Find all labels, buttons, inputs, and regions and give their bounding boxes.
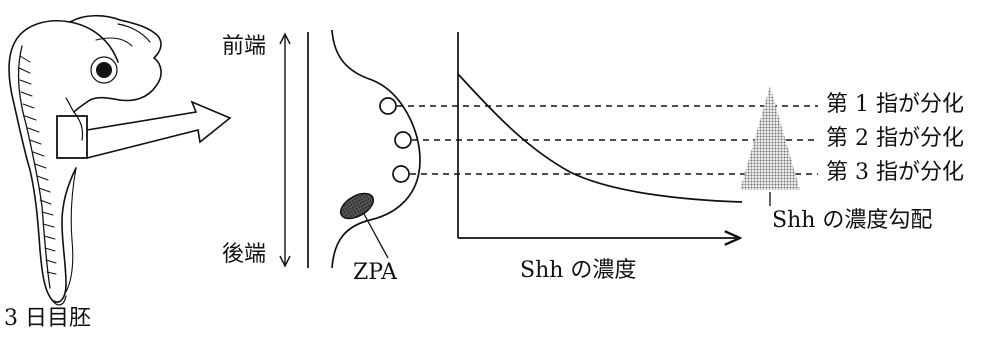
digit-cell-2 <box>394 131 412 149</box>
zoom-arrow <box>86 100 232 159</box>
embryo-caption: 3 日目胚 <box>4 306 91 331</box>
ap-axis <box>279 32 291 268</box>
digit-label-1: 第 1 指が分化 <box>826 92 964 117</box>
gradient-label: Shh の濃度勾配 <box>772 208 933 233</box>
digit-label-2: 第 2 指が分化 <box>826 126 964 151</box>
threshold-lines <box>397 105 818 175</box>
zpa-label: ZPA <box>353 260 397 285</box>
limb-bud-outline <box>331 29 421 269</box>
graph-x-axis-label: Shh の濃度 <box>520 258 637 283</box>
digit-cell-1 <box>379 97 397 115</box>
embryo-illustration <box>8 14 162 306</box>
shh-gradient-triangle <box>740 86 800 190</box>
limb-bud-box <box>56 115 88 159</box>
digit-label-3: 第 3 指が分化 <box>826 160 964 185</box>
shh-decay-curve <box>457 73 743 203</box>
zpa-region <box>339 192 375 220</box>
limb-bud <box>307 29 421 269</box>
zpa-pointer <box>363 213 389 259</box>
anterior-label: 前端 <box>222 34 267 59</box>
digit-cell-3 <box>392 165 410 183</box>
concentration-graph <box>457 32 743 238</box>
posterior-label: 後端 <box>222 242 267 267</box>
